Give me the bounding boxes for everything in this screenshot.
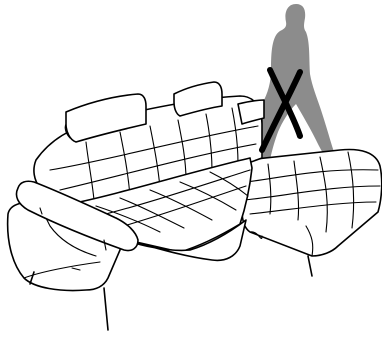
chaise-section <box>242 150 382 276</box>
